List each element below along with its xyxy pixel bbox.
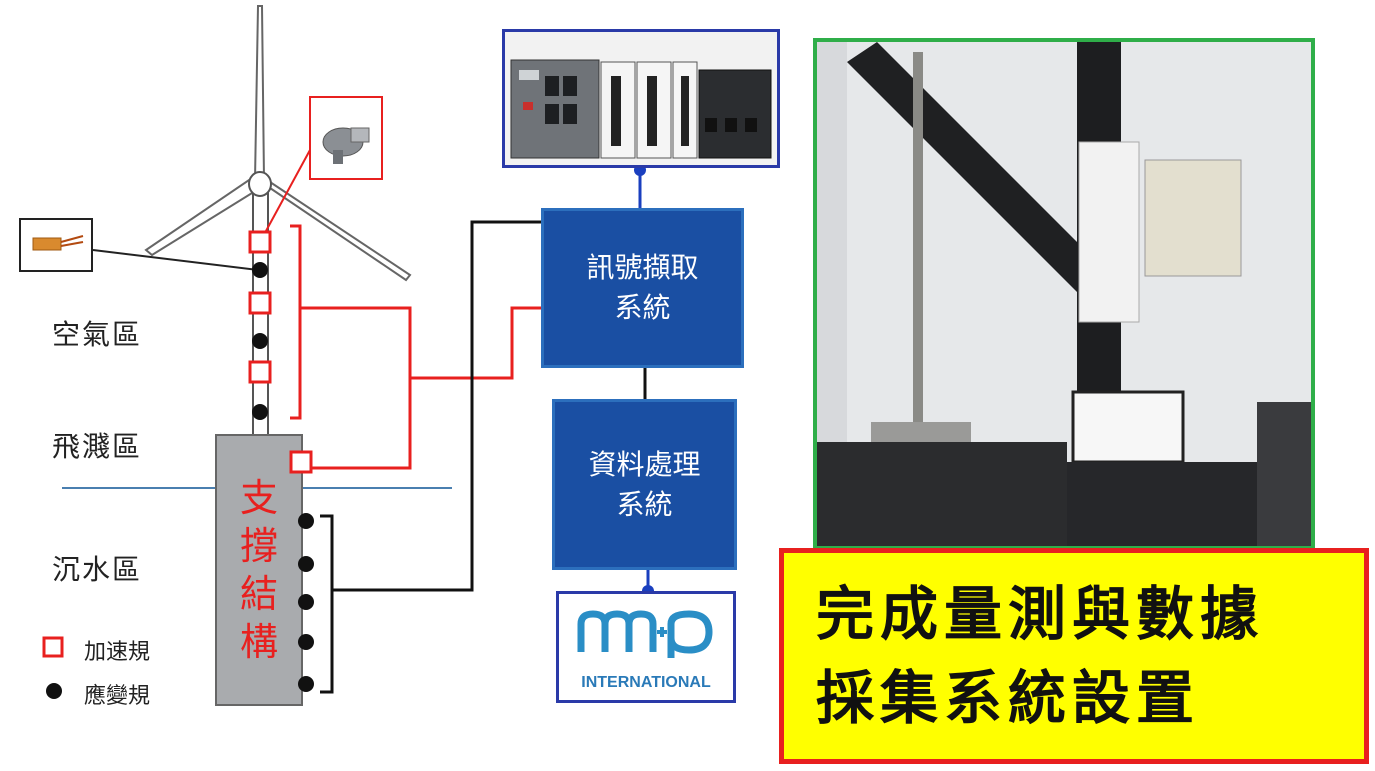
accelerometer-photo xyxy=(309,96,383,180)
daq-chassis-illustration xyxy=(510,59,772,159)
support-structure-char: 結 xyxy=(239,572,278,616)
hub xyxy=(248,171,272,197)
leader-strain-photo xyxy=(92,249,259,271)
accelerometer-marker xyxy=(248,291,272,315)
legend-strain-gauge-label: 應變規 xyxy=(84,684,151,709)
legend-accelerometer-label: 加速規 xyxy=(84,640,151,665)
mp-international-logo: INTERNATIONAL xyxy=(556,591,736,703)
legend-accelerometer-symbol xyxy=(42,636,64,658)
data-processing-system: 資料處理 系統 xyxy=(552,399,737,570)
strain-gauge-marker xyxy=(298,634,314,650)
data-processing-line: 資料處理 xyxy=(588,447,701,481)
accelerometer-wiring xyxy=(312,306,542,470)
signal-acquisition-line: 系統 xyxy=(614,291,671,324)
accelerometer-marker xyxy=(289,450,313,474)
accelerometer-bracket xyxy=(290,224,318,420)
accelerometer-marker xyxy=(248,230,272,254)
zone-label-submerged: 沉水區 xyxy=(52,553,143,586)
support-structure-char: 撐 xyxy=(239,524,278,568)
accelerometer-marker xyxy=(248,360,272,384)
strain-gauge-sensor-icon xyxy=(32,235,84,251)
support-structure-char: 支 xyxy=(239,476,278,520)
lab-setup-illustration xyxy=(817,42,1311,546)
signal-acquisition-line: 訊號擷取 xyxy=(586,251,699,284)
callout-line: 採集系統設置 xyxy=(816,664,1201,732)
strain-gauge-marker xyxy=(298,513,314,529)
zone-label-splash: 飛濺區 xyxy=(52,430,143,463)
mp-logo-mark xyxy=(577,610,713,658)
data-processing-line: 系統 xyxy=(616,487,673,521)
strain-gauge-photo xyxy=(19,218,93,272)
support-structure-char: 構 xyxy=(239,620,278,664)
strain-gauge-marker xyxy=(298,676,314,692)
strain-gauge-marker xyxy=(298,556,314,572)
strain-gauge-marker xyxy=(298,594,314,610)
strain-gauge-marker xyxy=(252,404,268,420)
completion-callout: 完成量測與數據 採集系統設置 xyxy=(779,548,1369,764)
zone-label-air: 空氣區 xyxy=(52,318,143,351)
callout-line: 完成量測與數據 xyxy=(816,580,1265,648)
lab-setup-photo xyxy=(813,38,1315,550)
signal-acquisition-system: 訊號擷取 系統 xyxy=(541,208,744,368)
support-structure: 支 撐 結 構 xyxy=(215,434,303,706)
strain-bracket xyxy=(320,220,542,694)
logo-subtitle: INTERNATIONAL xyxy=(581,674,711,691)
daq-hardware-photo xyxy=(502,29,780,168)
strain-gauge-marker xyxy=(252,262,268,278)
legend-strain-gauge-symbol xyxy=(46,683,62,699)
strain-gauge-marker xyxy=(252,333,268,349)
leader-accelerometer-photo xyxy=(259,149,311,243)
accelerometer-sensor-icon xyxy=(322,127,370,164)
